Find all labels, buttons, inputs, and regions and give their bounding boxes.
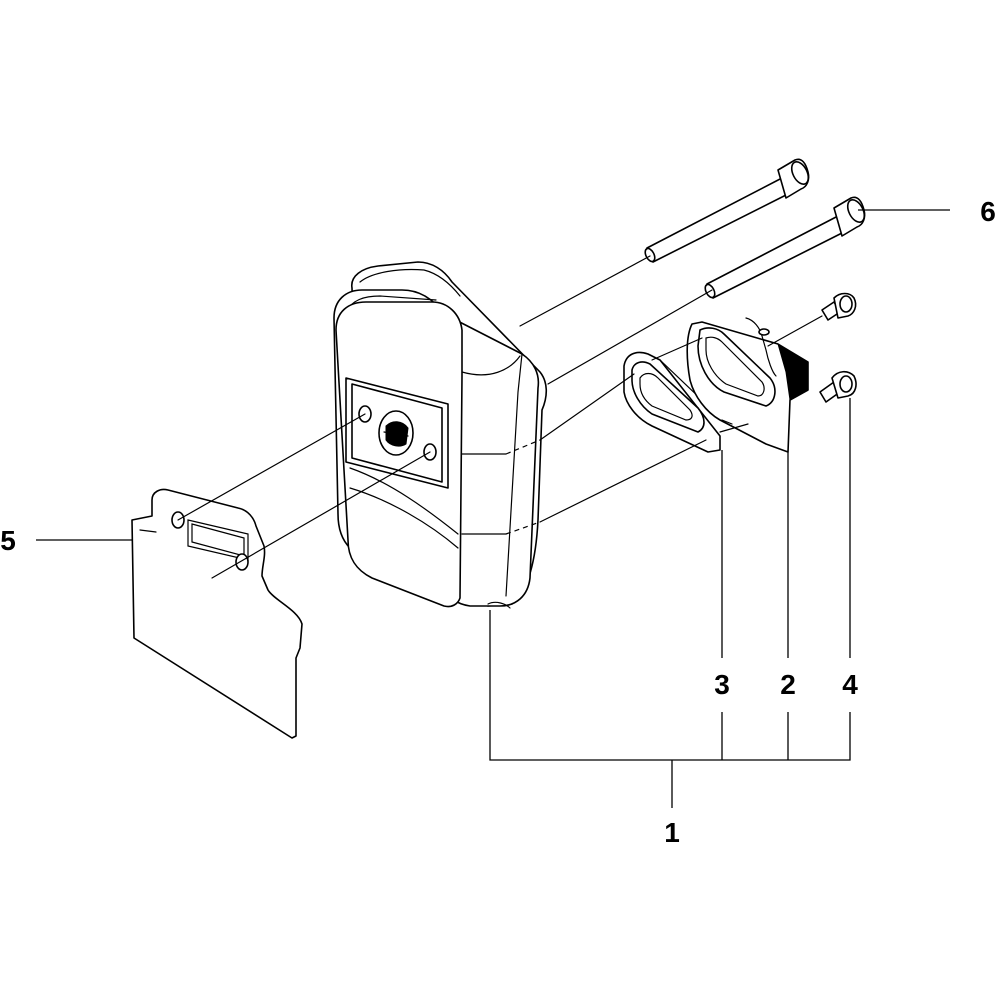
callout-4: 4 bbox=[842, 669, 858, 700]
long-bolt-lower bbox=[704, 196, 866, 299]
long-bolt-upper bbox=[644, 158, 810, 263]
alignment-lines bbox=[177, 255, 823, 579]
screw-upper bbox=[821, 292, 857, 321]
spark-arrester-bracket bbox=[686, 317, 809, 453]
exhaust-gasket bbox=[131, 488, 303, 739]
callout-5: 5 bbox=[0, 525, 16, 556]
callout-1: 1 bbox=[664, 817, 680, 848]
leader-lines bbox=[36, 209, 950, 808]
callout-3: 3 bbox=[714, 669, 730, 700]
callout-labels: 1 2 3 4 5 6 bbox=[0, 196, 996, 848]
outlet-gasket bbox=[623, 351, 721, 453]
callout-6: 6 bbox=[980, 196, 996, 227]
callout-2: 2 bbox=[780, 669, 796, 700]
muffler-body bbox=[333, 261, 548, 609]
screw-lower bbox=[819, 370, 857, 403]
